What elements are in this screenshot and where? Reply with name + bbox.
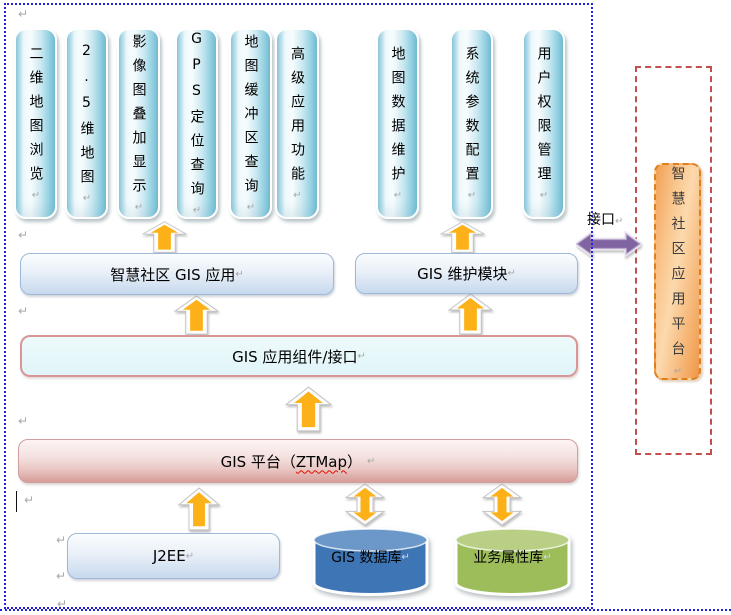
enter-mark: ↵ (367, 455, 376, 467)
pill-image-overlay[interactable]: 影像图叠加显示↵ (117, 28, 160, 219)
pill-gps-locate[interactable]: GPS定位查询↵ (175, 28, 218, 219)
enter-mark: ↵ (401, 551, 410, 563)
up-down-arrow-icon[interactable] (477, 483, 527, 526)
box-label: GIS 维护模块 (417, 265, 508, 283)
pill-label: 二维地图浏览↵ (27, 46, 44, 201)
box-gis-platform-ztmap[interactable]: GIS 平台（ZTMap） ↵ (18, 439, 578, 483)
up-arrow-icon[interactable] (285, 386, 332, 432)
pill-user-rights-mgmt[interactable]: 用户权限管理↵ (522, 28, 565, 219)
pill-label: 系统参数配置↵ (463, 46, 480, 201)
box-smart-community-gis-app[interactable]: 智慧社区 GIS 应用↵ (20, 253, 334, 295)
pill-2-5d-map[interactable]: 2.5维地图↵ (65, 28, 108, 219)
box-gis-maintenance-module[interactable]: GIS 维护模块↵ (355, 253, 578, 294)
paragraph-mark: ↵ (56, 569, 67, 583)
enter-mark: ↵ (543, 551, 552, 563)
cylinder-business-attribute-db[interactable] (452, 526, 573, 597)
paragraph-mark: ↵ (57, 597, 68, 611)
pill-label: 2.5维地图↵ (78, 43, 95, 204)
pill-label: 影像图叠加显示↵ (130, 34, 147, 213)
cylinder-gis-database-label: GIS 数据库↵ (331, 550, 410, 566)
pill-2d-map-browse[interactable]: 二维地图浏览↵ (14, 28, 57, 219)
enter-mark: ↵ (191, 205, 203, 216)
pill-advanced-functions[interactable]: 高级应用功能↵ (275, 28, 319, 219)
pill-sys-param-config[interactable]: 系统参数配置↵ (450, 28, 493, 219)
box-label: GIS 应用组件/接口 (232, 347, 358, 366)
box-label: J2EE (152, 547, 186, 565)
box-label: GIS 平台（ZTMap） (220, 452, 363, 471)
paragraph-mark: ↵ (18, 228, 29, 242)
enter-mark: ↵ (81, 193, 93, 204)
cylinder-business-attribute-db-label: 业务属性库↵ (473, 550, 552, 566)
box-gis-components-interface[interactable]: GIS 应用组件/接口↵ (20, 335, 578, 377)
enter-mark: ↵ (507, 268, 516, 279)
box-label: 智慧社区 GIS 应用 (110, 265, 236, 284)
enter-mark: ↵ (466, 190, 478, 201)
pill-map-data-maint[interactable]: 地图数据维护↵ (376, 28, 419, 219)
enter-mark: ↵ (538, 190, 550, 201)
pill-label: 用户权限管理↵ (535, 46, 552, 201)
external-platform-dashed-frame[interactable] (635, 66, 712, 455)
pill-buffer-query[interactable]: 地图缓冲区查询↵ (229, 28, 272, 219)
enter-mark: ↵ (615, 216, 624, 227)
up-arrow-icon[interactable] (178, 487, 220, 531)
enter-mark: ↵ (185, 550, 195, 562)
text-cursor-caret (16, 491, 17, 512)
enter-mark: ↵ (292, 190, 303, 201)
enter-mark: ↵ (392, 190, 404, 201)
paragraph-mark: ↵ (18, 7, 29, 21)
enter-mark: ↵ (133, 202, 145, 213)
paragraph-mark: ↵ (18, 304, 29, 318)
enter-mark: ↵ (357, 350, 366, 362)
pill-label: 地图缓冲区查询↵ (242, 34, 259, 213)
external-platform-label: 智慧社区应用平台↵ (669, 166, 686, 377)
canvas-bottom-border (0, 609, 731, 611)
up-arrow-icon[interactable] (440, 221, 485, 253)
external-smart-community-platform[interactable]: 智慧社区应用平台↵ (654, 163, 701, 380)
left-right-arrow-icon[interactable] (576, 231, 641, 257)
enter-mark: ↵ (245, 202, 257, 213)
box-j2ee[interactable]: J2EE↵ (67, 533, 280, 579)
up-arrow-icon[interactable] (174, 295, 219, 335)
pill-label: 地图数据维护↵ (389, 46, 406, 201)
enter-mark: ↵ (30, 190, 42, 201)
paragraph-mark: ↵ (56, 533, 67, 547)
cylinder-gis-database[interactable] (311, 526, 430, 597)
enter-mark: ↵ (235, 268, 244, 280)
enter-mark: ↵ (672, 366, 684, 377)
interface-link-label: 接口↵ (587, 212, 624, 228)
spellcheck-wavy-underline: ZTMap (295, 452, 348, 471)
up-arrow-icon[interactable] (142, 221, 187, 253)
pill-label: GPS定位查询↵ (188, 31, 205, 216)
paragraph-mark: ↵ (24, 493, 35, 507)
paragraph-mark: ↵ (18, 414, 29, 428)
pill-label: 高级应用功能↵ (289, 46, 305, 201)
up-arrow-icon[interactable] (448, 293, 493, 335)
up-down-arrow-icon[interactable] (340, 483, 390, 526)
